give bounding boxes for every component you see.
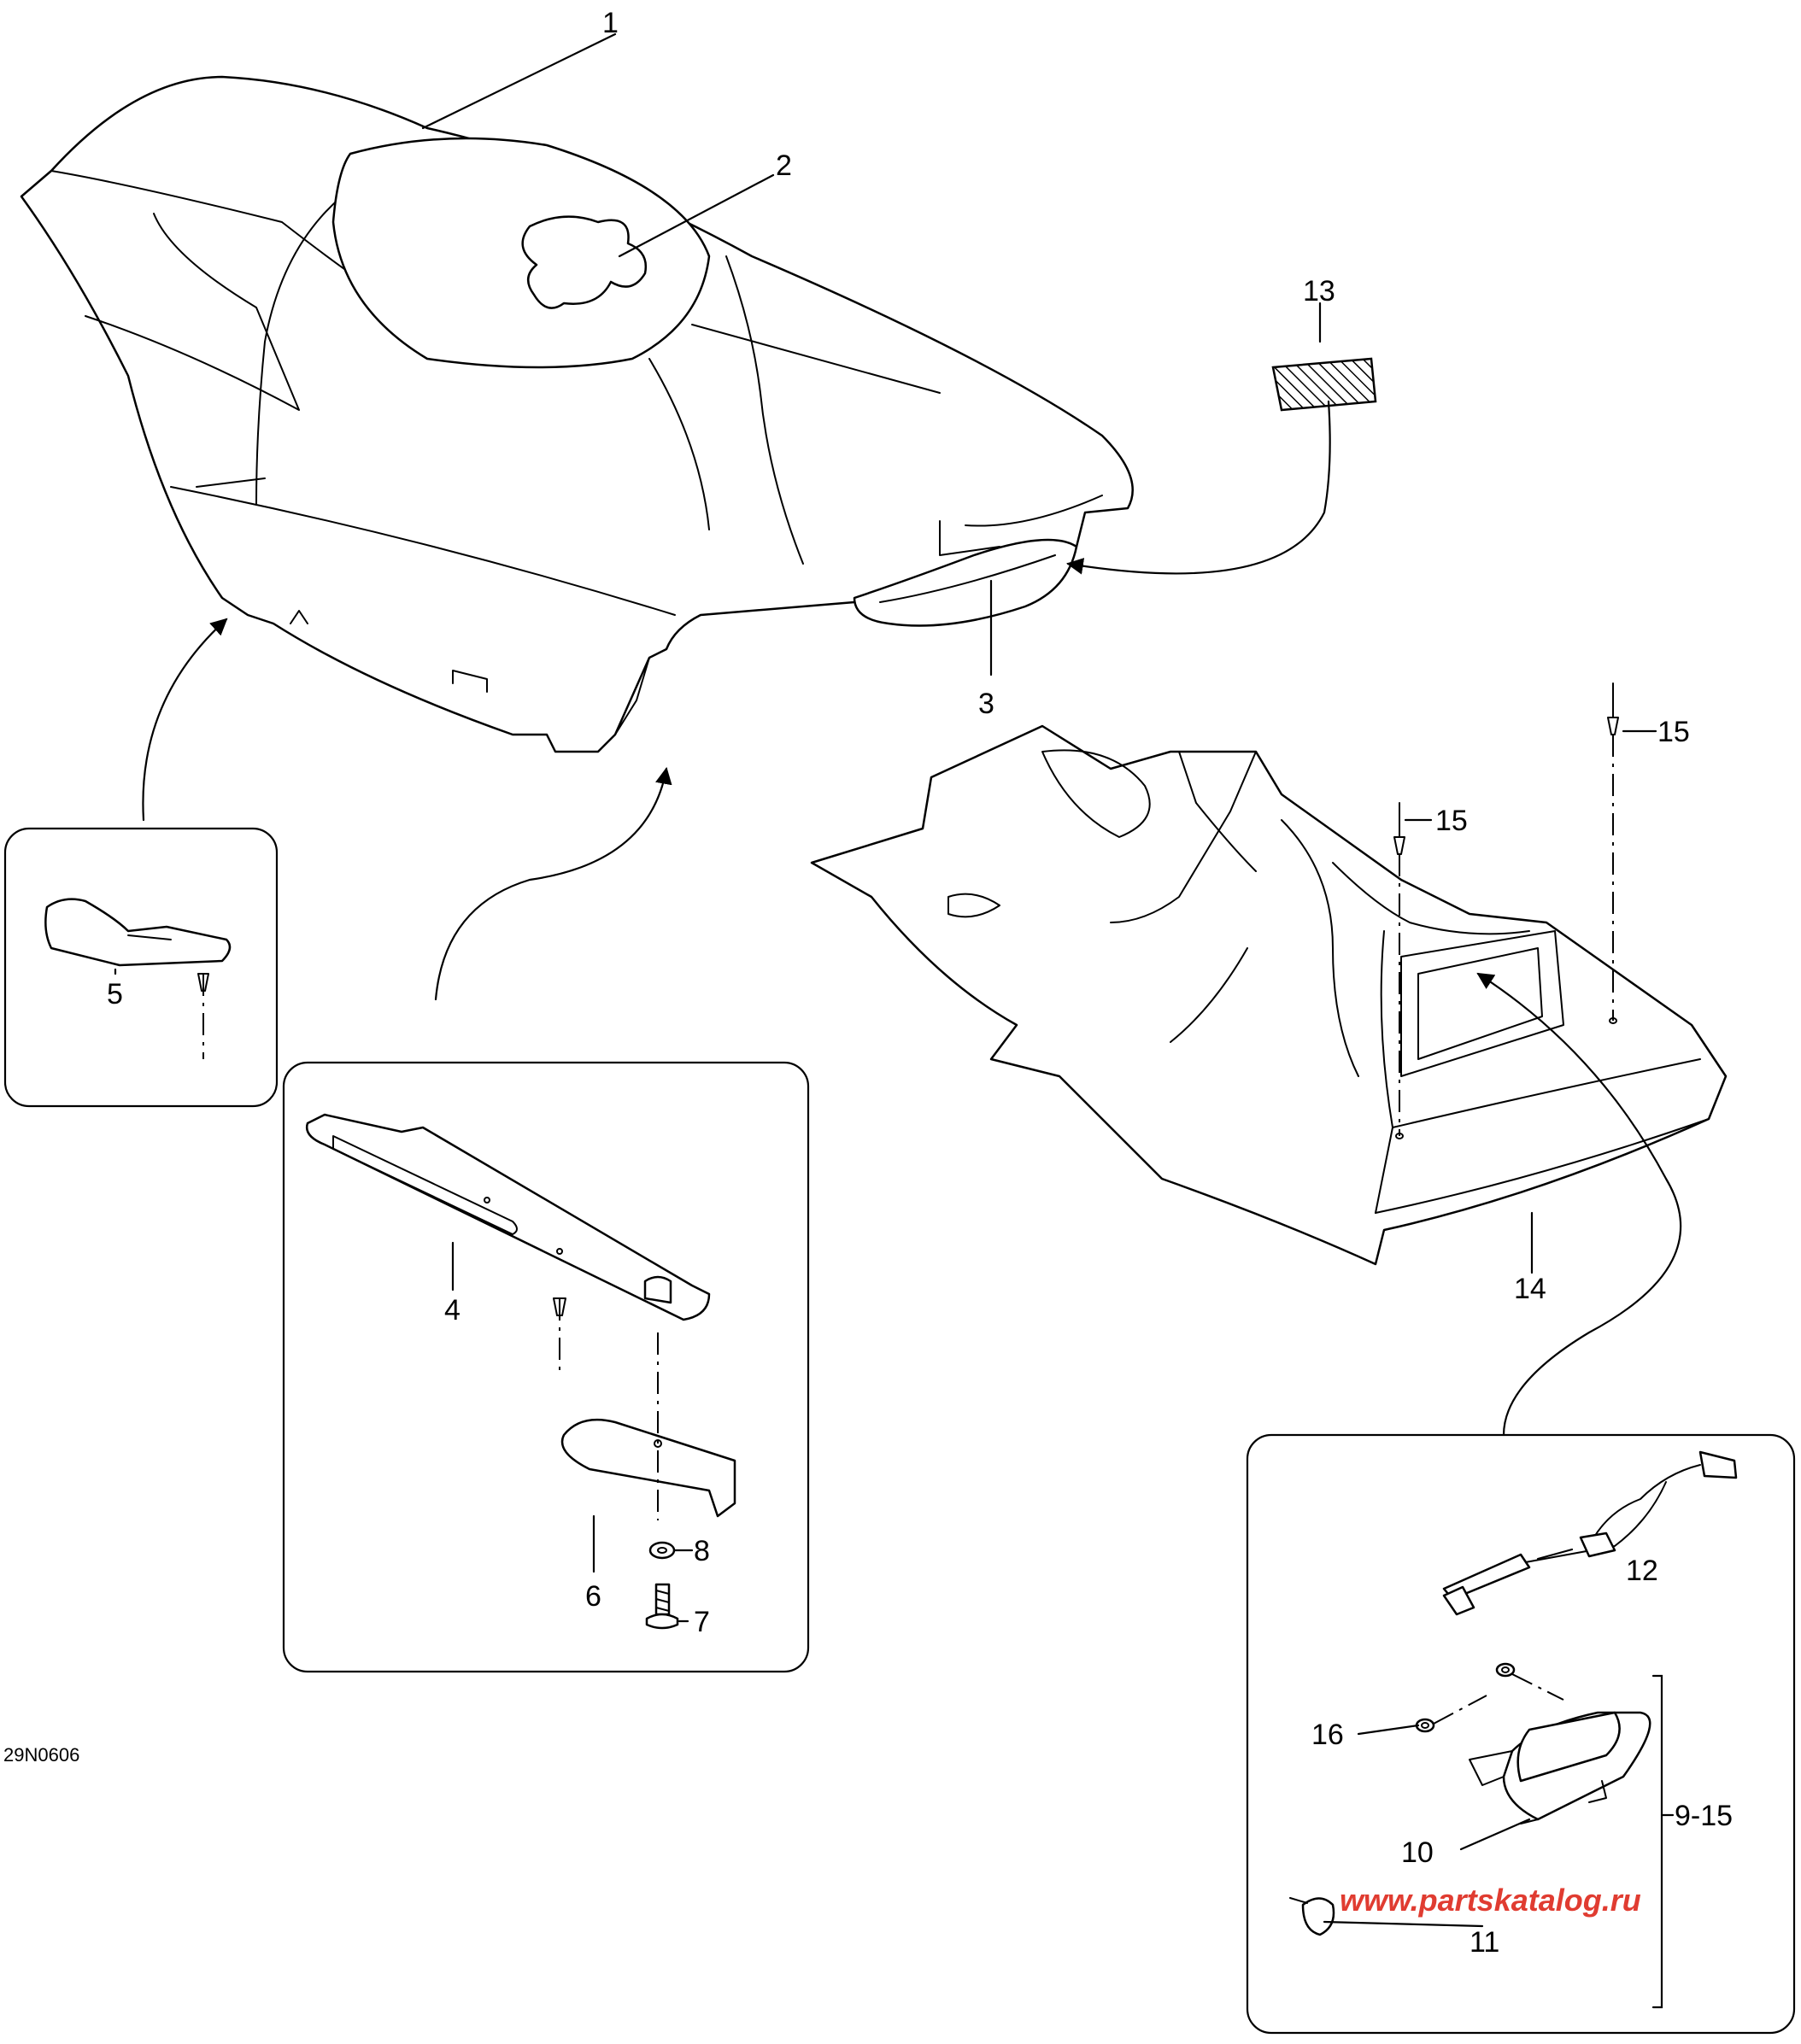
logo — [521, 215, 648, 309]
latch-plate — [44, 898, 232, 1059]
watermark: www.partskatalog.ru — [1340, 1883, 1641, 1918]
callout-13: 13 — [1303, 275, 1335, 307]
callout-8: 8 — [694, 1535, 710, 1567]
tail-light — [1469, 1711, 1651, 1824]
callout-15-a: 15 — [1657, 716, 1690, 748]
callout-7: 7 — [694, 1606, 710, 1638]
latch-plate-inset — [3, 827, 279, 1108]
callout-10: 10 — [1401, 1836, 1434, 1869]
callout-12: 12 — [1626, 1555, 1658, 1587]
wiring-harness — [1442, 1450, 1738, 1616]
callout-5: 5 — [107, 978, 123, 1010]
catch — [560, 1332, 736, 1520]
support-bar — [305, 1113, 711, 1371]
callout-16: 16 — [1311, 1719, 1344, 1751]
decal — [1271, 357, 1377, 412]
support-bar-inset — [282, 1061, 810, 1673]
seat-base — [810, 724, 1728, 1266]
bulb — [1289, 1897, 1335, 1936]
grommet — [1415, 1662, 1564, 1733]
screw — [645, 1583, 679, 1630]
washer — [648, 1541, 676, 1560]
callout-4: 4 — [444, 1294, 461, 1327]
callout-1: 1 — [602, 7, 619, 39]
callout-14: 14 — [1514, 1273, 1546, 1305]
callout-11: 11 — [1470, 1926, 1499, 1959]
callout-15-b: 15 — [1435, 805, 1468, 837]
callout-9-15: 9-15 — [1675, 1800, 1733, 1832]
seat-top-panel — [331, 137, 711, 369]
callout-2: 2 — [776, 149, 792, 182]
rivet-b — [1607, 682, 1619, 1024]
callout-3: 3 — [978, 688, 994, 720]
seat — [20, 75, 1134, 753]
tail-light-inset — [1246, 1433, 1796, 2035]
rivet-a — [1393, 802, 1405, 1139]
callout-6: 6 — [585, 1580, 601, 1613]
diagram-code: 29N0606 — [3, 1744, 79, 1766]
